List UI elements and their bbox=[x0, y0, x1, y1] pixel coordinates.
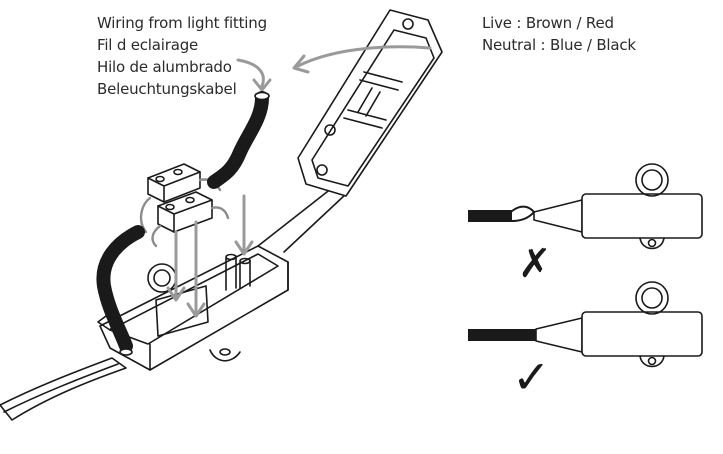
terminal-slot bbox=[155, 285, 209, 337]
cover-ear-bottom bbox=[209, 349, 241, 362]
cover-base-rim bbox=[109, 253, 279, 345]
power-lead bbox=[0, 357, 127, 421]
connector-incorrect bbox=[468, 163, 703, 250]
correct-check-mark: ✓ bbox=[512, 350, 551, 404]
support-arm bbox=[257, 187, 347, 253]
post-right bbox=[239, 259, 251, 289]
power-lead-inner bbox=[3, 363, 119, 413]
screw-boss bbox=[147, 263, 177, 293]
terminal-block-lower bbox=[157, 191, 213, 233]
neutral-wire-label: Neutral : Blue / Black bbox=[482, 36, 636, 54]
cable-from-light bbox=[207, 91, 269, 189]
live-wire-label: Live : Brown / Red bbox=[482, 14, 614, 32]
label-spanish: Hilo de alumbrado bbox=[97, 58, 232, 76]
cover-screw-hole bbox=[219, 348, 231, 356]
bracket-hole-top bbox=[402, 18, 414, 30]
label-german: Beleuchtungskabel bbox=[97, 80, 237, 98]
bracket-hole-left bbox=[324, 124, 336, 136]
incorrect-mark: ✗ bbox=[518, 241, 552, 287]
label-french: Fil d eclairage bbox=[97, 36, 199, 54]
cable-to-lead bbox=[96, 225, 145, 353]
terminal-block-upper bbox=[147, 163, 201, 203]
wire-color-legend: Live : Brown / Red Neutral : Blue / Blac… bbox=[482, 12, 636, 56]
connector-correct bbox=[468, 281, 703, 368]
bracket-slot-c bbox=[357, 87, 381, 117]
bracket-slot-a bbox=[359, 71, 403, 91]
bracket-hole-bottom bbox=[316, 164, 328, 176]
assembly-arrows bbox=[166, 45, 432, 318]
bracket-inner bbox=[311, 29, 435, 187]
wiring-labels: Wiring from light fitting Fil d eclairag… bbox=[97, 12, 267, 100]
bracket-outer bbox=[297, 9, 443, 197]
label-english: Wiring from light fitting bbox=[97, 14, 267, 32]
post-left bbox=[225, 255, 237, 291]
